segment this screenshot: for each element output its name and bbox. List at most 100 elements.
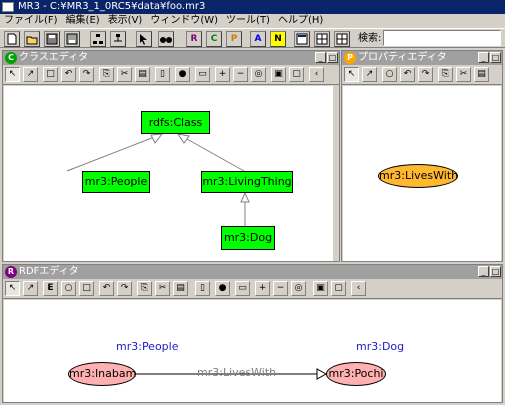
- insert-rect-icon[interactable]: □: [79, 281, 94, 296]
- group-icon[interactable]: ▣: [313, 281, 328, 296]
- find-icon[interactable]: ●: [215, 281, 230, 296]
- layout-icon[interactable]: ‹: [351, 281, 366, 296]
- tile-icon[interactable]: [294, 31, 310, 47]
- class-edges: [66, 133, 250, 226]
- maximize-button[interactable]: □: [490, 52, 501, 63]
- class-node-living-thing[interactable]: mr3:LivingThing: [201, 171, 293, 193]
- class-node-people[interactable]: mr3:People: [82, 171, 150, 193]
- copy-icon[interactable]: ⎘: [438, 67, 453, 82]
- menu-file[interactable]: ファイル(F): [4, 15, 58, 26]
- predicate-label[interactable]: mr3:LivesWith: [197, 366, 277, 379]
- zoom-fit-icon[interactable]: ◎: [251, 67, 266, 82]
- zoom-in-icon[interactable]: +: [215, 67, 230, 82]
- property-node-lives-with[interactable]: mr3:LivesWith: [378, 164, 458, 188]
- minimize-button[interactable]: _: [478, 266, 489, 277]
- select-tool-icon[interactable]: ↖: [5, 67, 20, 82]
- connect-tool-icon[interactable]: ↗: [23, 281, 38, 296]
- class-editor-title: クラスエディタ: [19, 52, 89, 63]
- class-editor-toolbar: ↖ ↗ □ ↶ ↷ ⎘ ✂ ▤ ▯ ● ▭ + − ◎ ▣ ▢ ‹: [3, 65, 339, 85]
- rdf-editor-icon[interactable]: R: [186, 31, 202, 47]
- search-input[interactable]: [383, 30, 501, 46]
- minimize-button[interactable]: _: [315, 52, 326, 63]
- new-file-icon[interactable]: [4, 31, 20, 47]
- class-editor-titlebar: C クラスエディタ _ □: [3, 51, 339, 65]
- rdf-node-pochi[interactable]: mr3:Pochi: [326, 362, 386, 386]
- class-node-dog[interactable]: mr3:Dog: [221, 226, 275, 250]
- menu-tools[interactable]: ツール(T): [226, 15, 270, 26]
- class-editor-scrollbar[interactable]: [333, 85, 339, 261]
- window-title: MR3 - C:¥MR3_1_0RC5¥data¥foo.mr3: [18, 1, 206, 12]
- search-label: 検索:: [358, 33, 382, 44]
- minimize-button[interactable]: _: [478, 52, 489, 63]
- open-file-icon[interactable]: [24, 31, 40, 47]
- zoom-fit-icon[interactable]: ◎: [291, 281, 306, 296]
- main-toolbar: R C P A N: [0, 28, 505, 48]
- ungroup-icon[interactable]: ▢: [289, 67, 304, 82]
- undo-icon[interactable]: ↶: [99, 281, 114, 296]
- property-editor-canvas[interactable]: mr3:LivesWith: [343, 86, 501, 261]
- connect-tool-icon[interactable]: ↗: [362, 67, 377, 82]
- save-as-icon[interactable]: [64, 31, 80, 47]
- zoom-in-icon[interactable]: +: [255, 281, 270, 296]
- rdf-editor-panel: R RDFエディタ _ □ ↖ ↗ E ○ □ ↶ ↷ ⎘ ✂ ▤ ▯ ● ▭ …: [2, 264, 503, 403]
- class-node-rdfs-class[interactable]: rdfs:Class: [141, 111, 210, 134]
- rdf-editor-canvas[interactable]: mr3:People mr3:Dog mr3:Inabam mr3:Pochi …: [4, 300, 501, 402]
- attribute-icon[interactable]: A: [250, 31, 266, 47]
- paste-icon[interactable]: ▤: [173, 281, 188, 296]
- property-editor-toolbar: ↖ ↗ ○ ↶ ↷ ⎘ ✂ ▤: [342, 65, 502, 85]
- select-tool-icon[interactable]: ↖: [344, 67, 359, 82]
- delete-icon[interactable]: ▯: [155, 67, 170, 82]
- pointer-icon[interactable]: [136, 31, 152, 47]
- layout-tree-icon[interactable]: [110, 31, 126, 47]
- menu-window[interactable]: ウィンドウ(W): [150, 15, 219, 26]
- zoom-reset-icon[interactable]: ▭: [235, 281, 250, 296]
- property-editor-title-icon: P: [344, 52, 356, 64]
- class-editor-icon[interactable]: C: [206, 31, 222, 47]
- zoom-reset-icon[interactable]: ▭: [195, 67, 210, 82]
- rdf-editor-title-icon: R: [5, 266, 17, 278]
- insert-ellipse-icon[interactable]: ○: [382, 67, 397, 82]
- connect-tool-icon[interactable]: ↗: [23, 67, 38, 82]
- undo-icon[interactable]: ↶: [61, 67, 76, 82]
- rdf-editor-titlebar: R RDFエディタ _ □: [3, 265, 502, 279]
- find-icon[interactable]: [158, 31, 174, 47]
- find-icon[interactable]: ●: [175, 67, 190, 82]
- arrange-icon[interactable]: [334, 31, 350, 47]
- menu-help[interactable]: ヘルプ(H): [277, 15, 324, 26]
- layout-icon[interactable]: ‹: [309, 67, 324, 82]
- zoom-out-icon[interactable]: −: [233, 67, 248, 82]
- cascade-icon[interactable]: [314, 31, 330, 47]
- copy-icon[interactable]: ⎘: [137, 281, 152, 296]
- layout-icon[interactable]: [90, 31, 106, 47]
- redo-icon[interactable]: ↷: [418, 67, 433, 82]
- zoom-out-icon[interactable]: −: [273, 281, 288, 296]
- paste-icon[interactable]: ▤: [474, 67, 489, 82]
- save-icon[interactable]: [44, 31, 60, 47]
- insert-ellipse-icon[interactable]: ○: [61, 281, 76, 296]
- copy-icon[interactable]: ⎘: [99, 67, 114, 82]
- namespace-icon[interactable]: N: [270, 31, 286, 47]
- redo-icon[interactable]: ↷: [79, 67, 94, 82]
- maximize-button[interactable]: □: [327, 52, 338, 63]
- cut-icon[interactable]: ✂: [117, 67, 132, 82]
- rdf-editor-toolbar: ↖ ↗ E ○ □ ↶ ↷ ⎘ ✂ ▤ ▯ ● ▭ + − ◎ ▣ ▢ ‹: [3, 279, 502, 299]
- menu-view[interactable]: 表示(V): [107, 15, 143, 26]
- property-editor-icon[interactable]: P: [226, 31, 242, 47]
- class-editor-canvas[interactable]: rdfs:Class mr3:People mr3:LivingThing mr…: [4, 86, 334, 261]
- ungroup-icon[interactable]: ▢: [331, 281, 346, 296]
- rdf-node-inabam[interactable]: mr3:Inabam: [68, 362, 136, 386]
- window-titlebar: MR3 - C:¥MR3_1_0RC5¥data¥foo.mr3: [0, 0, 505, 14]
- insert-rect-icon[interactable]: □: [43, 67, 58, 82]
- select-tool-icon[interactable]: ↖: [5, 281, 20, 296]
- cut-icon[interactable]: ✂: [155, 281, 170, 296]
- insert-entity-icon[interactable]: E: [43, 281, 58, 296]
- delete-icon[interactable]: ▯: [195, 281, 210, 296]
- property-editor-title: プロパティエディタ: [358, 52, 447, 63]
- undo-icon[interactable]: ↶: [400, 67, 415, 82]
- paste-icon[interactable]: ▤: [135, 67, 150, 82]
- maximize-button[interactable]: □: [490, 266, 501, 277]
- redo-icon[interactable]: ↷: [117, 281, 132, 296]
- group-icon[interactable]: ▣: [271, 67, 286, 82]
- menu-edit[interactable]: 編集(E): [65, 15, 100, 26]
- cut-icon[interactable]: ✂: [456, 67, 471, 82]
